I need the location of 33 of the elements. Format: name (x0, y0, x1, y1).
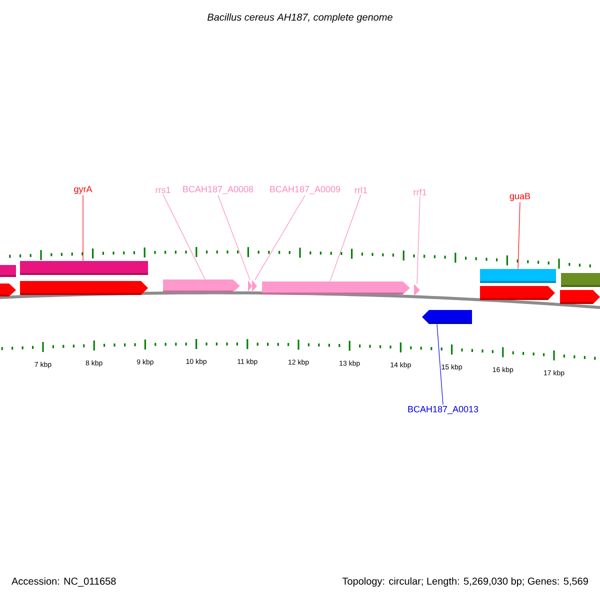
gene-block (560, 290, 600, 304)
gene-block (163, 280, 240, 292)
gene-block (248, 280, 252, 292)
gene-block (20, 261, 148, 275)
gene-label: BCAH187_A0013 (408, 406, 478, 414)
leader-line (436, 324, 444, 406)
leader-line (82, 194, 84, 262)
leader-line (416, 196, 420, 284)
gene-block (480, 286, 555, 300)
gene-block (20, 281, 148, 295)
gene-block (252, 280, 257, 292)
gene-block (0, 265, 16, 277)
gene-block (0, 284, 16, 296)
title: Bacillus cereus AH187, complete genome (208, 13, 392, 23)
gene-block (561, 273, 600, 287)
gene-block (480, 269, 556, 283)
gene-block (422, 310, 472, 324)
gene-label: guaB (510, 192, 530, 202)
leader-line (330, 194, 362, 282)
gene-label: rrf1 (414, 188, 426, 196)
leader-line (254, 194, 306, 280)
genome-stats-text: Topology: circular; Length: 5,269,030 bp; Genes: 5,569 (342, 577, 588, 587)
leader-line (218, 194, 250, 280)
gene-block (262, 282, 410, 294)
gene-label: rrs1 (156, 186, 170, 194)
gene-label: BCAH187_A0008 (183, 186, 254, 194)
leader-line (162, 194, 206, 280)
gene-label: rrl1 (355, 186, 368, 194)
leader-line (518, 202, 520, 270)
gene-label: BCAH187_A0009 (270, 186, 340, 194)
accession-text: Accession: NC_011658 (12, 577, 116, 587)
gene-label: gyrA (74, 186, 92, 194)
gene-block (414, 284, 420, 296)
